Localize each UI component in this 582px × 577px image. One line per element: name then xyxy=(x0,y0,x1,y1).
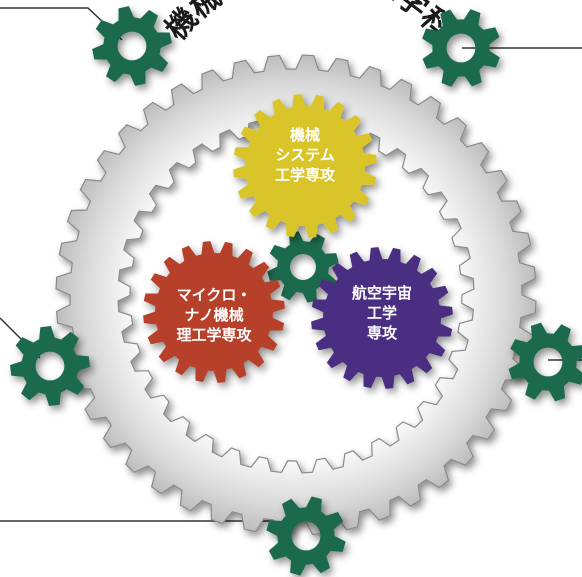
green-gear-top-left-shape xyxy=(92,6,172,86)
green-gear-left xyxy=(10,326,90,406)
micro-nano-gear-label-line: ナノ機械 xyxy=(184,306,243,324)
green-gear-bottom xyxy=(266,496,346,576)
mechanical-systems-gear-label-line: 工学専攻 xyxy=(275,166,336,184)
aerospace-gear-label-line: 航空宇宙 xyxy=(352,284,412,302)
green-gear-top-right-shape xyxy=(422,9,500,87)
green-gear-right xyxy=(508,322,582,402)
green-gear-top-left xyxy=(92,6,172,86)
micro-nano-gear-label-line: 理工学専攻 xyxy=(176,326,252,344)
green-gear-left-shape xyxy=(10,326,90,406)
mechanical-systems-gear-label-line: システム xyxy=(275,146,335,164)
micro-nano-gear-label-line: マイクロ・ xyxy=(177,286,252,304)
department-title: 機械・航空宇宙工学科 xyxy=(159,0,459,47)
aerospace-gear-label-line: 工学 xyxy=(367,304,397,322)
green-gear-right-shape xyxy=(508,322,582,402)
mechanical-systems-gear-shape xyxy=(233,94,377,238)
green-gear-bottom-shape xyxy=(266,496,346,576)
outer-gear-ring xyxy=(55,54,537,536)
aerospace-gear-label-line: 専攻 xyxy=(367,324,398,342)
micro-nano-gear-shape xyxy=(143,241,285,383)
green-gear-top-right xyxy=(422,9,500,87)
aerospace-gear-shape xyxy=(311,247,453,389)
mechanical-systems-gear-label-line: 機械 xyxy=(290,126,320,144)
